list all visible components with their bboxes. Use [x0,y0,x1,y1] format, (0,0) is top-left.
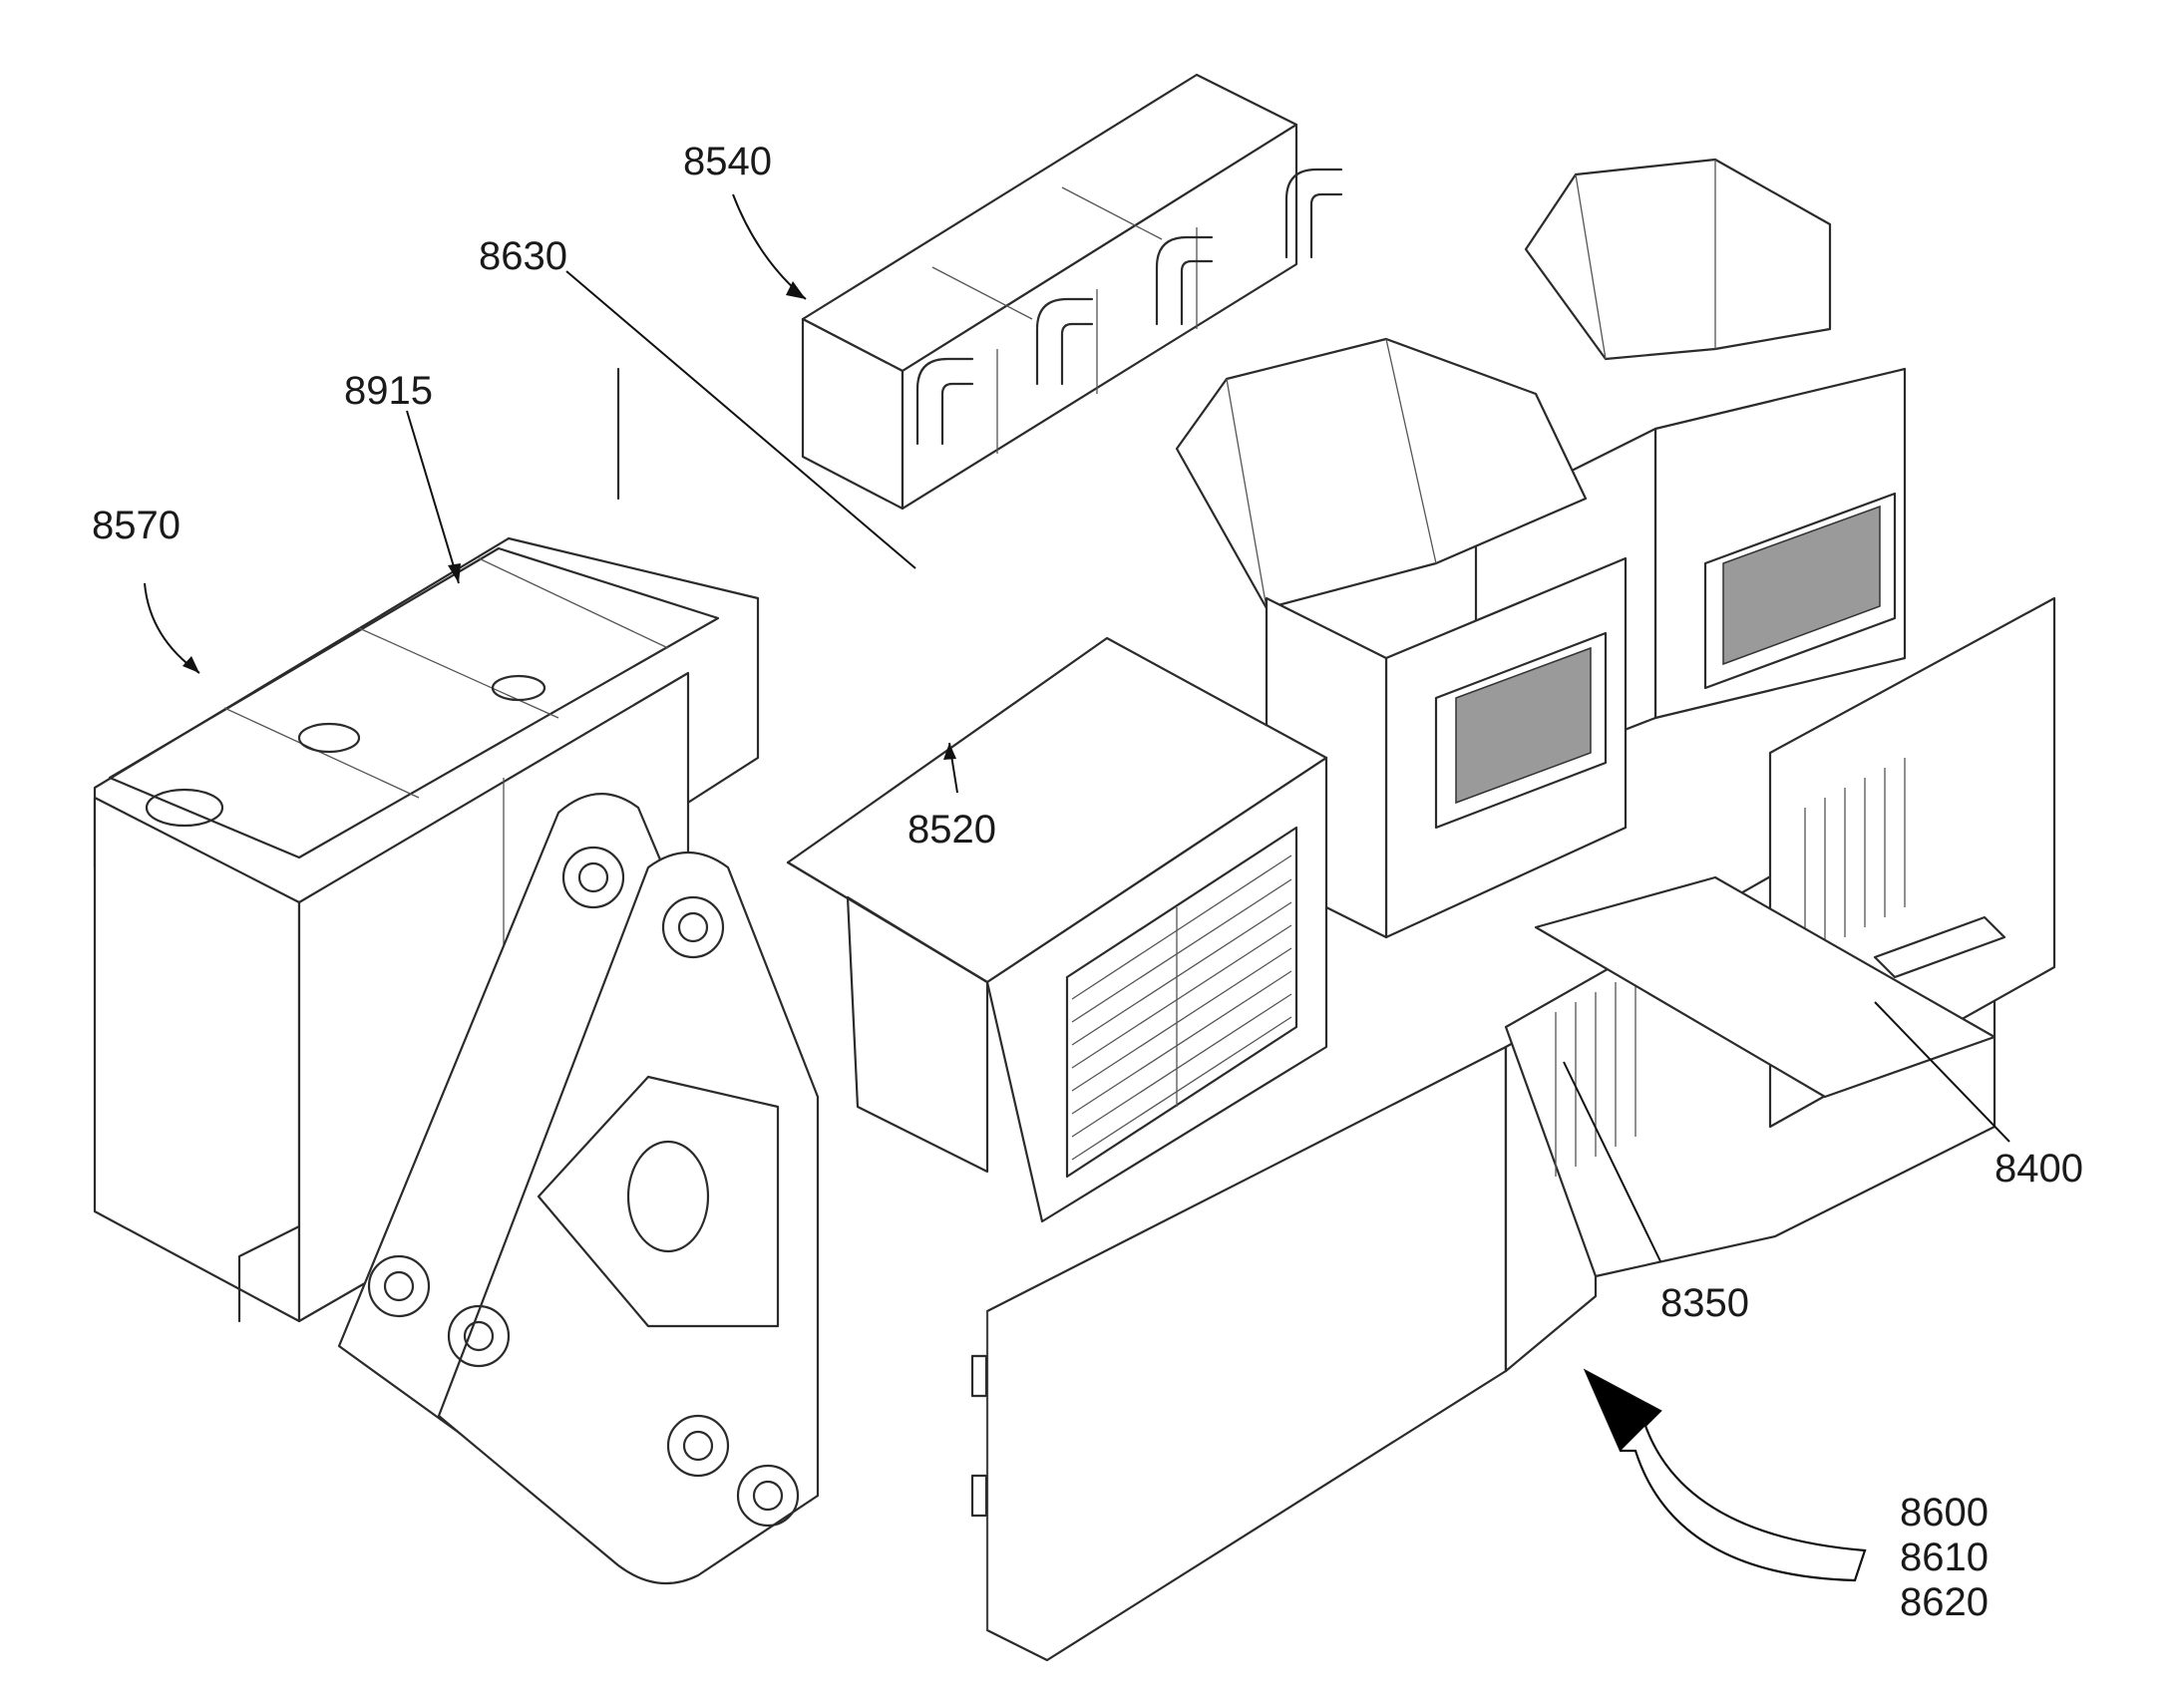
duct-pipes [915,168,1343,446]
ref-8540: 8540 [683,140,772,183]
cooling-module-group [801,73,1343,511]
leader-lines [144,193,2010,1582]
ref-8520: 8520 [908,808,996,852]
ref-8570: 8570 [92,504,181,547]
ref-8600: 8600 [1900,1491,1989,1535]
center-enclosure [786,636,1328,1223]
louver-panel [1065,826,1298,1179]
radiator-grille-right [1703,492,1897,690]
ref-8350: 8350 [1660,1281,1749,1325]
radiator-grille-center [1434,631,1608,830]
ref-8620: 8620 [1900,1580,1989,1624]
ref-8915: 8915 [344,369,433,413]
battery-cover-frame [108,367,720,859]
ref-8630: 8630 [479,234,567,278]
ref-8610: 8610 [1900,1536,1989,1579]
open-bay-frame [1504,596,2056,1278]
ref-8400: 8400 [1995,1147,2083,1191]
lift-arm-frame [337,793,820,1585]
reference-labels: 8540 8630 8915 8570 8520 8400 8350 8600 … [92,140,2083,1624]
